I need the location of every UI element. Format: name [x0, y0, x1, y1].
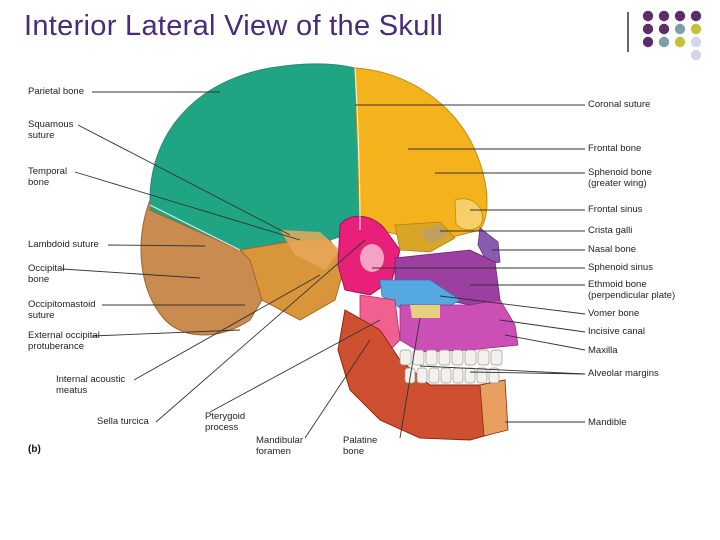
label-lambdoid-suture: Lambdoid suture	[28, 239, 99, 250]
label-alveolar-margins: Alveolar margins	[588, 368, 659, 379]
lower-tooth	[416, 367, 428, 384]
leader-lines	[61, 91, 586, 439]
occipital-bone-shape	[140, 199, 263, 336]
leader-incisive-canal	[499, 319, 586, 333]
slide-title: Interior Lateral View of the Skull	[24, 10, 444, 42]
frontal-sinus-shape	[454, 198, 483, 231]
leader-alveolar-margins	[469, 371, 586, 375]
label-squamous-suture: Squamous suture	[28, 119, 74, 141]
upper-tooth	[399, 349, 412, 366]
leader-alveolar-margins-2	[419, 365, 586, 375]
upper-tooth	[451, 349, 464, 366]
sphenoid-sinus-shape	[360, 244, 384, 272]
title-divider	[627, 12, 629, 52]
label-external-occipital-protuberance: External occipital protuberance	[28, 330, 100, 352]
label-sella-turcica: Sella turcica	[97, 416, 149, 427]
coronal-suture-line	[354, 67, 361, 231]
leader-palatine-bone	[399, 317, 421, 439]
label-maxilla: Maxilla	[588, 345, 618, 356]
upper-tooth	[438, 349, 451, 366]
leader-squamous-suture	[77, 124, 291, 236]
lower-tooth	[488, 367, 500, 384]
label-frontal-sinus: Frontal sinus	[588, 204, 643, 215]
leader-vomer-bone	[439, 295, 586, 315]
mandible-cut-shape	[479, 379, 509, 437]
panel-tag: (b)	[28, 444, 41, 455]
label-occipitomastoid-suture: Occipitomastoid suture	[28, 299, 96, 321]
label-incisive-canal: Incisive canal	[588, 326, 646, 337]
leader-mandibular-foramen	[304, 339, 371, 439]
petrous-ridge-shape	[280, 230, 340, 270]
leader-maxilla	[504, 334, 586, 351]
label-ethmoid-bone: Ethmoid bone (perpendicular plate)	[588, 279, 676, 301]
label-nasal-bone: Nasal bone	[588, 244, 637, 255]
leader-sella-turcica	[155, 239, 366, 423]
leader-occipital-bone	[61, 268, 201, 279]
label-pterygoid-process: Pterygoid process	[205, 411, 246, 433]
upper-tooth	[425, 349, 438, 366]
skull-bones	[140, 63, 519, 441]
label-crista-galli: Crista galli	[588, 225, 633, 236]
lower-tooth	[464, 367, 476, 384]
crista-galli-shape	[420, 224, 448, 244]
label-frontal-bone: Frontal bone	[588, 143, 642, 154]
label-vomer-bone: Vomer bone	[588, 308, 640, 319]
label-mandible: Mandible	[588, 417, 627, 428]
lower-tooth	[476, 367, 488, 384]
label-internal-acoustic-meatus: Internal acoustic meatus	[56, 374, 126, 396]
label-sphenoid-bone-greater-wing: Sphenoid bone (greater wing)	[588, 167, 652, 189]
lower-tooth	[428, 367, 440, 384]
upper-tooth	[490, 349, 503, 366]
leader-lambdoid-suture	[107, 244, 206, 247]
upper-tooth	[477, 349, 490, 366]
upper-tooth	[464, 349, 477, 366]
leader-internal-acoustic-meatus	[133, 274, 321, 381]
leader-temporal-bone	[74, 171, 301, 241]
leader-external-occipital-protuberance	[91, 329, 241, 337]
leader-pterygoid-process	[209, 319, 381, 413]
label-occipital-bone: Occipital bone	[28, 263, 65, 285]
label-parietal-bone: Parietal bone	[28, 86, 84, 97]
label-temporal-bone: Temporal bone	[28, 166, 68, 188]
label-palatine-bone: Palatine bone	[343, 435, 378, 457]
label-coronal-suture: Coronal suture	[588, 99, 651, 110]
lower-tooth	[452, 367, 464, 384]
lambdoid-suture-line	[149, 204, 241, 251]
palatine-bone-shape	[410, 305, 440, 318]
lower-tooth	[440, 367, 452, 384]
label-sphenoid-sinus: Sphenoid sinus	[588, 262, 653, 273]
label-mandibular-foramen: Mandibular foramen	[256, 435, 303, 457]
